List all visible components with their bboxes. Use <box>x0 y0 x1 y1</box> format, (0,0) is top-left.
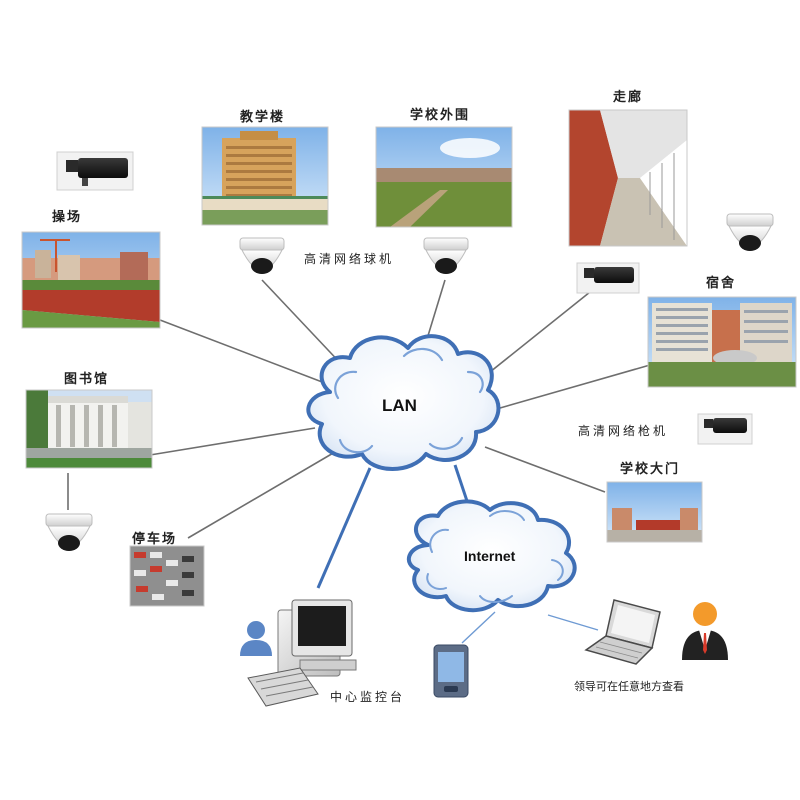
label-library: 图书馆 <box>64 372 110 387</box>
label-dormitory: 宿舍 <box>706 276 737 291</box>
bullet-camera-icon <box>56 151 134 191</box>
link-teaching-camera <box>261 279 346 369</box>
dome-camera-icon <box>423 237 469 274</box>
label-school-gate: 学校大门 <box>620 462 681 477</box>
label-teaching-building: 教学楼 <box>240 110 286 125</box>
dome-camera-icon <box>726 213 774 251</box>
lan-label: LAN <box>382 396 417 415</box>
photo-corridor <box>568 109 688 247</box>
dome-camera-icon <box>45 513 93 551</box>
photo-parking-lot <box>129 545 205 607</box>
manager-icon <box>682 602 728 660</box>
link-laptop <box>547 614 599 631</box>
link-control-center <box>316 467 372 589</box>
link-school-gate <box>484 446 606 493</box>
photo-school-exterior <box>375 126 513 228</box>
lan-links <box>67 279 651 599</box>
workstation-icon <box>240 599 357 707</box>
label-control-center: 中心监控台 <box>330 690 406 704</box>
internet-cloud <box>406 499 577 613</box>
bullet-camera-icon <box>697 413 753 445</box>
bullet-camera-icon <box>576 262 640 294</box>
link-library <box>149 427 316 456</box>
dome-camera-icon <box>239 237 285 274</box>
photo-dormitory <box>647 296 797 388</box>
link-dormitory <box>492 364 651 411</box>
lan-cloud <box>306 334 501 471</box>
mobile-device-icon <box>433 644 469 698</box>
label-bullet-camera: 高清网络枪机 <box>578 424 669 438</box>
photo-school-gate <box>606 481 703 543</box>
label-remote-view: 领导可在任意地方查看 <box>574 680 684 693</box>
label-dome-camera: 高清网络球机 <box>304 252 395 266</box>
link-playground <box>159 319 331 386</box>
photo-library <box>25 389 153 469</box>
label-parking-lot: 停车场 <box>132 532 178 547</box>
label-school-exterior: 学校外围 <box>410 108 471 123</box>
label-playground: 操场 <box>52 210 83 225</box>
internet-label: Internet <box>464 548 516 564</box>
laptop-icon <box>584 599 661 665</box>
photo-teaching-building <box>201 126 329 226</box>
link-parking <box>187 451 336 539</box>
label-corridor: 走廊 <box>613 90 644 105</box>
internet-links <box>461 611 599 644</box>
link-mobile <box>461 611 496 644</box>
photo-playground <box>21 231 161 329</box>
